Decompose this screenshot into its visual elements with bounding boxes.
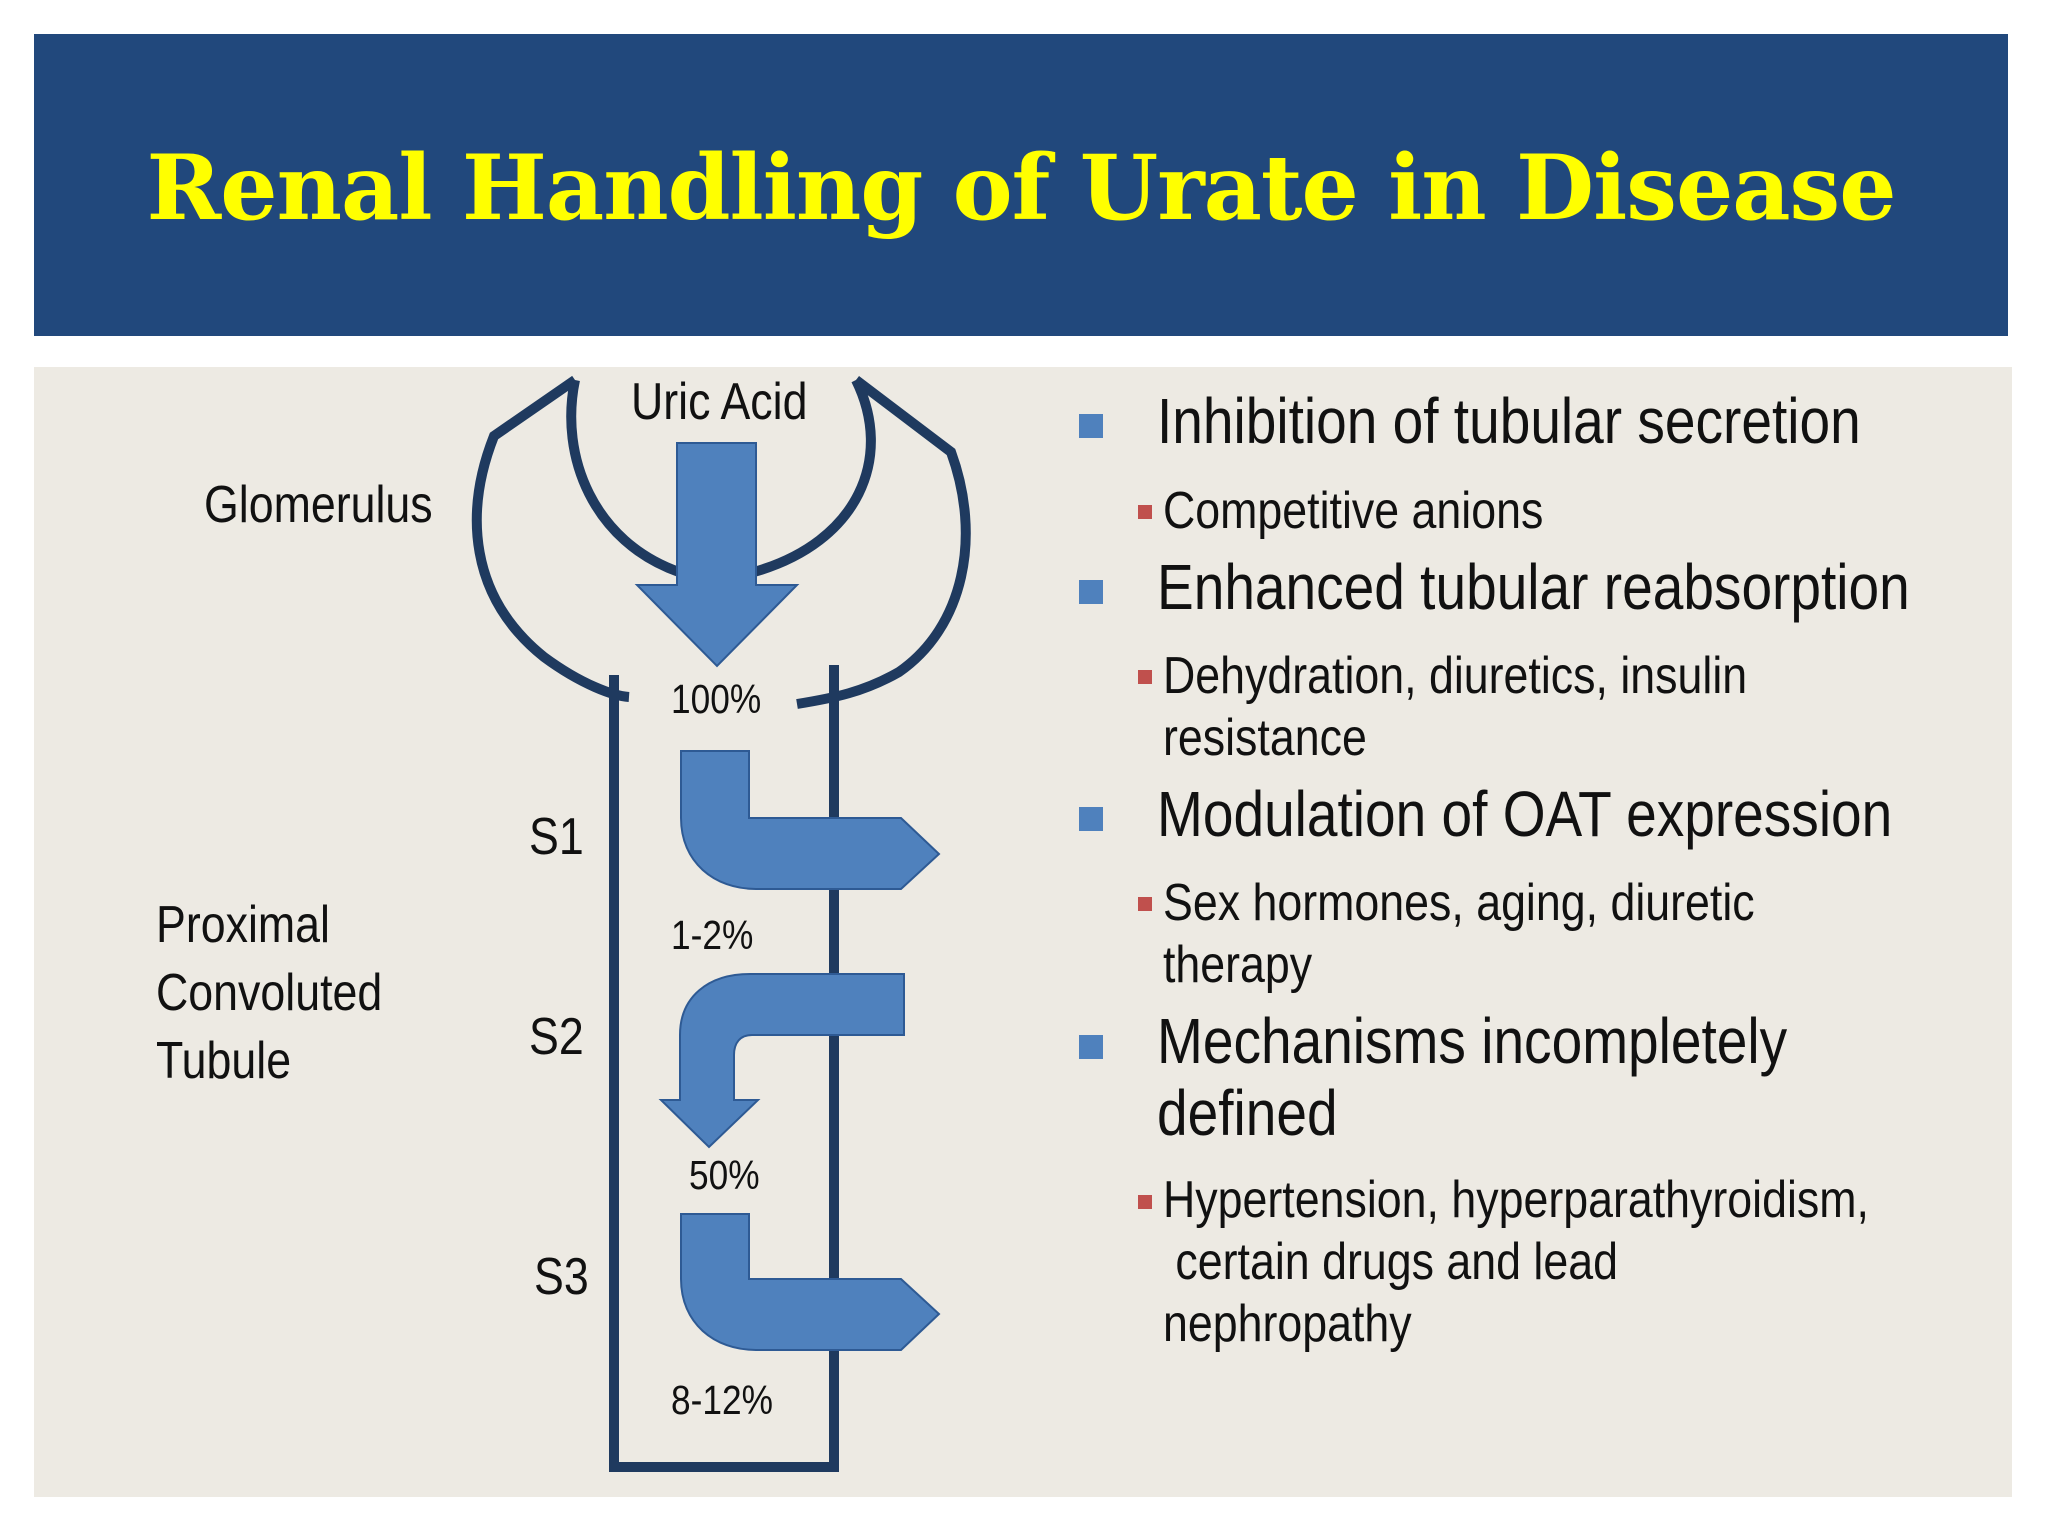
bullet-2-sub-1-line-2: resistance [1163,707,1367,769]
bullet-3-sub-1-line-1: Sex hormones, aging, diuretic [1163,872,1755,934]
pct-1-2-label: 1-2% [671,912,753,959]
bullet-2-sub-1-line-1: Dehydration, diuretics, insulin [1163,645,1747,707]
title-bar: Renal Handling of Urate in Disease [34,34,2008,336]
bullet-4-sub-1-line-3: nephropathy [1163,1293,1412,1355]
pct-100-label: 100% [671,676,761,723]
tubule-label-line-2: Convoluted [156,963,382,1023]
segment-s1-label: S1 [529,807,584,867]
slide-content: Uric Acid Glomerulus 100% S1 1-2% S2 50%… [34,367,2012,1497]
bullet-square [1079,414,1103,438]
uric-acid-arrow [637,443,797,666]
segment-s3-label: S3 [534,1247,589,1307]
bullet-1-text: Inhibition of tubular secretion [1157,385,1861,457]
bullet-4-text-line-2: defined [1157,1077,1338,1149]
sub-bullet-square [1138,505,1152,519]
s3-arrow [681,1214,939,1350]
glomerulus-label: Glomerulus [204,475,433,535]
sub-bullet-square [1138,670,1152,684]
bullet-square [1079,580,1103,604]
capsule-outer-left [477,380,629,697]
bullet-4-text-line-1: Mechanisms incompletely [1157,1005,1787,1077]
segment-s2-label: S2 [529,1007,584,1067]
bullet-square [1079,1035,1103,1059]
slide-title: Renal Handling of Urate in Disease [34,34,2008,336]
bullet-square [1079,807,1103,831]
sub-bullet-square [1138,897,1152,911]
s2-arrow [661,974,904,1147]
bullet-4-sub-1-line-2: certain drugs and lead [1163,1231,1618,1293]
pct-50-label: 50% [689,1152,760,1199]
uric-acid-label: Uric Acid [631,372,807,432]
bullet-4-sub-1-line-1: Hypertension, hyperparathyroidism, [1163,1169,1869,1231]
bullet-3-text: Modulation of OAT expression [1157,778,1892,850]
tubule-label-line-3: Tubule [156,1031,291,1091]
sub-bullet-square [1138,1195,1152,1209]
pct-8-12-label: 8-12% [671,1377,773,1424]
bullet-1-sub-1: Competitive anions [1163,480,1543,542]
bullet-2-text: Enhanced tubular reabsorption [1157,551,1910,623]
s1-arrow [681,751,939,889]
tubule-label-line-1: Proximal [156,895,330,955]
bullet-3-sub-1-line-2: therapy [1163,934,1312,996]
